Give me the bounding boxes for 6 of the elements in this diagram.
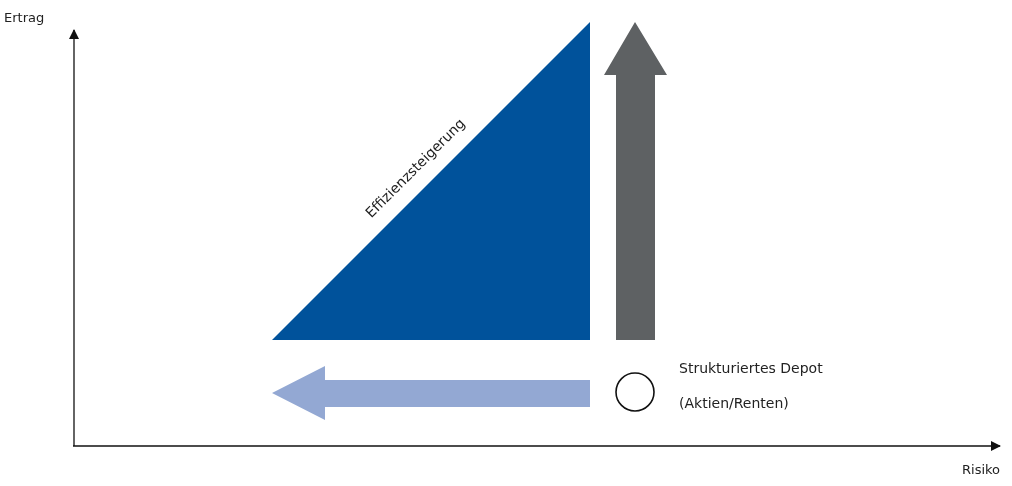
axis-label: Ertrag xyxy=(4,10,45,25)
triangle-shape xyxy=(272,22,590,340)
node-caption: Strukturiertes Depot xyxy=(679,360,823,376)
axis-label: Risiko xyxy=(962,462,1001,477)
node-caption: (Aktien/Renten) xyxy=(679,395,789,411)
circle-marker xyxy=(615,372,655,412)
